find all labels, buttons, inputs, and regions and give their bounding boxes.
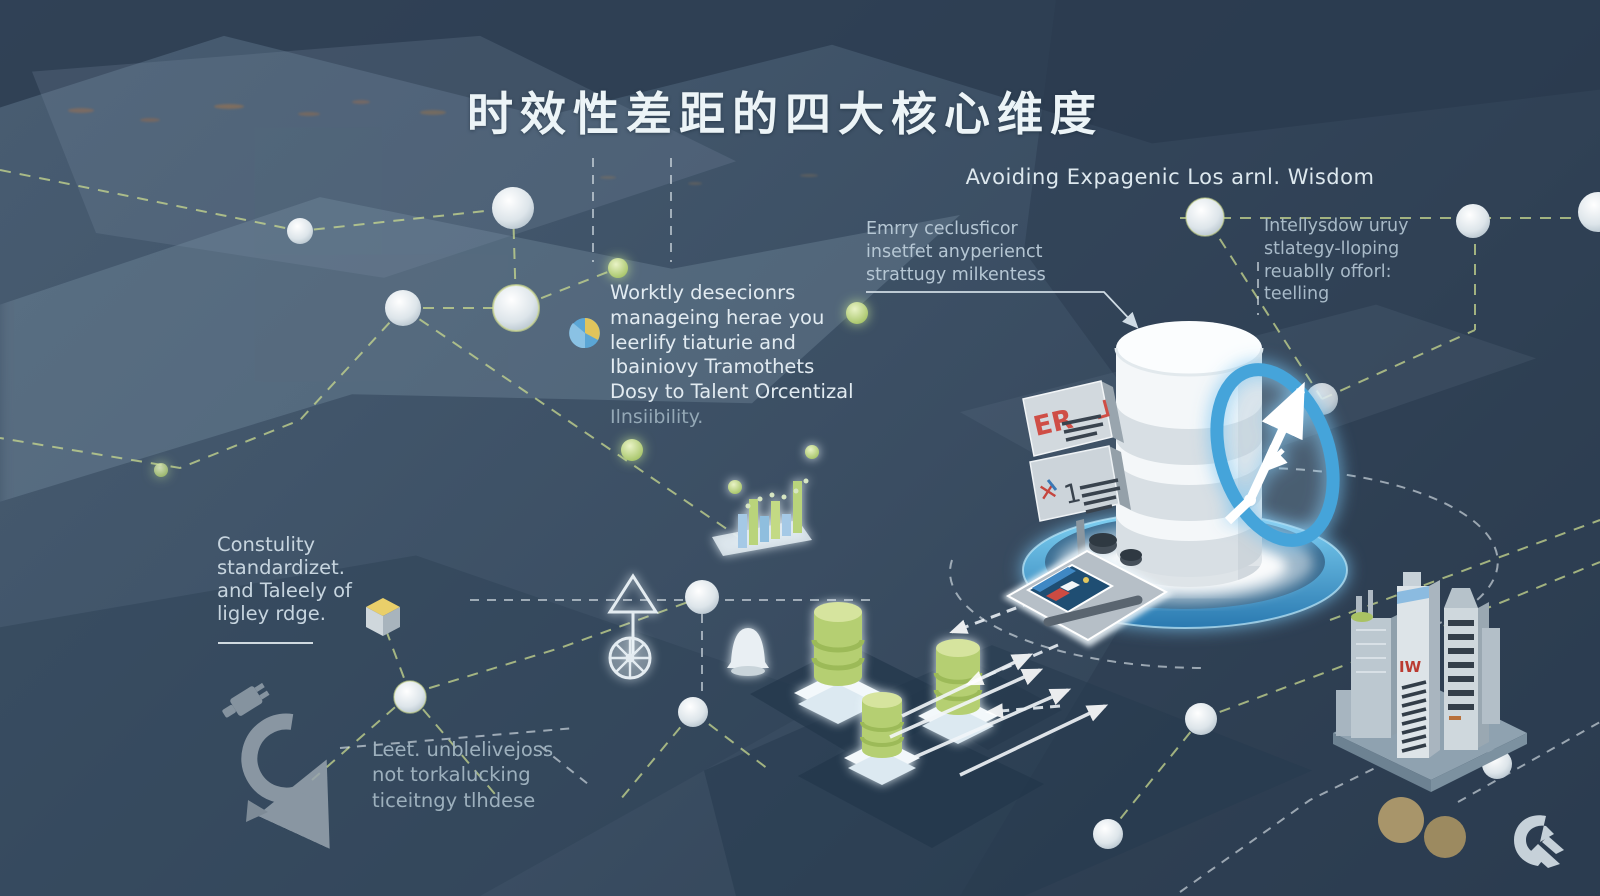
green-database	[844, 692, 920, 785]
green-dot	[621, 439, 643, 461]
network-node	[393, 680, 427, 714]
network-node	[385, 290, 421, 326]
callout-line	[866, 291, 1139, 329]
network-node	[287, 218, 313, 244]
annotation-intelly: Intellysdow uruy stlategy-lloping reuabl…	[1264, 216, 1409, 305]
network-node	[1578, 192, 1600, 232]
green-dot	[154, 463, 168, 477]
page-title: 时效性差距的四大核心维度	[467, 87, 1103, 141]
tan-dots	[1378, 797, 1466, 858]
network-node	[1093, 819, 1123, 849]
network-node	[1185, 197, 1225, 237]
network-node	[1456, 204, 1490, 238]
underline-constulity	[218, 642, 313, 644]
green-database	[794, 602, 882, 724]
network-node	[492, 284, 540, 332]
green-dot	[846, 302, 868, 324]
green-dot	[608, 258, 628, 278]
signpost-top: ER	[1022, 380, 1124, 475]
mini-bar-chart-icon	[712, 445, 819, 556]
subtitle: Avoiding Expagenic Los arnl. Wisdom	[965, 165, 1375, 189]
cube-icon	[366, 598, 400, 636]
recycle-icon	[241, 713, 330, 849]
annotation-leet: Leet. unblelivejoss not torkalucking tic…	[372, 738, 554, 812]
pie-icon	[569, 318, 600, 349]
annotation-constulity: Constulity standardizet. and Taleely of …	[217, 533, 352, 625]
annotation-worktly-tail: Ilnsiibility.	[610, 406, 704, 428]
network-node	[1185, 703, 1217, 735]
green-database-cluster	[750, 602, 1062, 848]
wheel-icon	[608, 636, 652, 680]
network-node	[678, 697, 708, 727]
panel-screen	[1025, 563, 1115, 614]
clock-ring-icon	[1210, 363, 1340, 547]
plug-icon	[222, 682, 270, 718]
control-panel	[1002, 533, 1174, 647]
tower-middle: IW	[1397, 572, 1440, 758]
bell-icon	[727, 628, 769, 676]
building-label: IW	[1399, 658, 1422, 676]
annotation-worktly: Worktly desecionrs manageing herae you l…	[610, 281, 854, 403]
green-database	[918, 639, 998, 744]
annotation-emry: Emrry ceclusficor insetfet anyperienct s…	[866, 219, 1046, 285]
city-buildings-icon: IW	[1333, 572, 1527, 792]
main-database: ER ✕ 1	[1002, 321, 1348, 647]
tower-left	[1351, 590, 1403, 738]
sign-glyph-num: 1	[1061, 478, 1083, 511]
network-node	[492, 187, 534, 229]
network-node	[685, 580, 719, 614]
up-triangle-icon	[607, 573, 659, 654]
green-glow-dots	[154, 258, 868, 477]
brand-logo-icon	[1514, 815, 1564, 868]
